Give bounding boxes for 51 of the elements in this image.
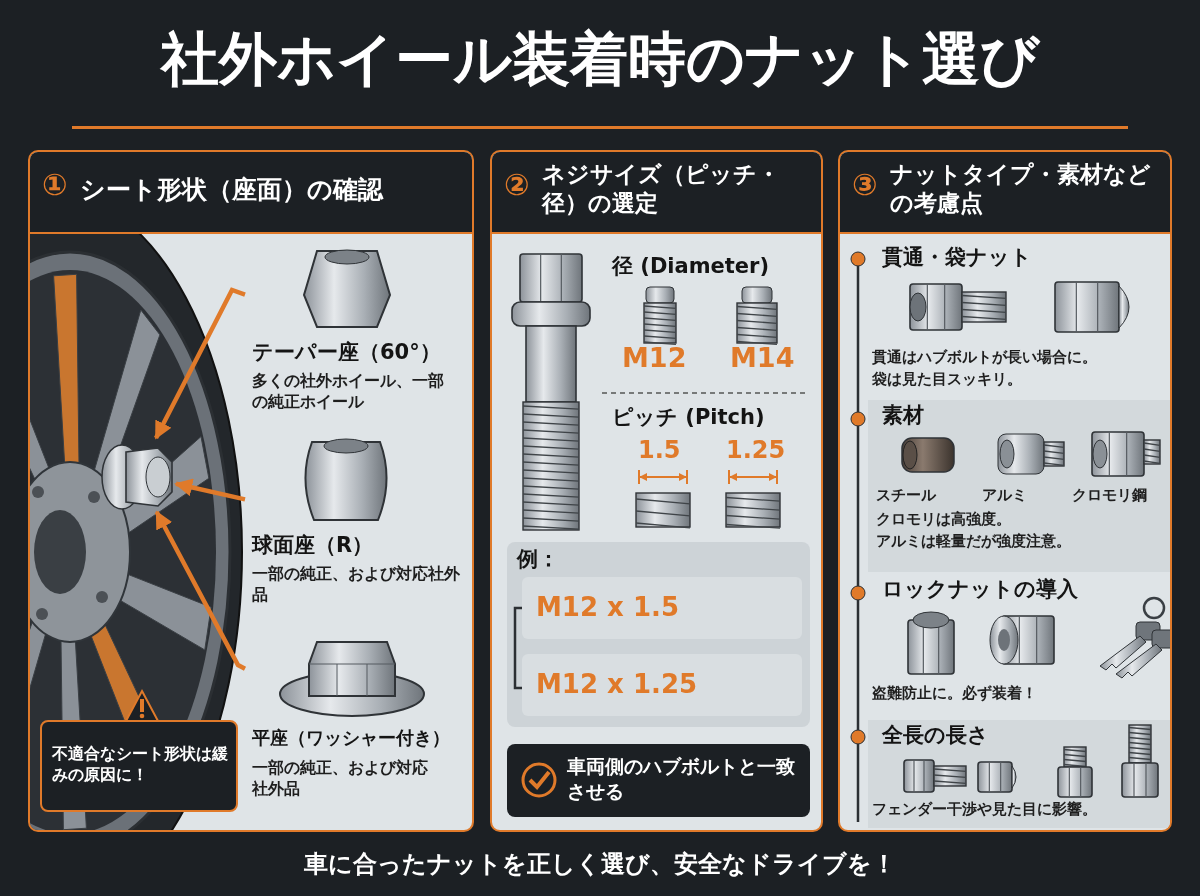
heading: 素材 <box>882 402 925 429</box>
panel-heading: シート形状（座面）の確認 <box>80 174 385 206</box>
heading: テーパー座（60°） <box>252 339 442 366</box>
description: クロモリは高強度。 <box>876 510 1012 530</box>
heading: ロックナットの導入 <box>882 576 1079 603</box>
description: 一部の純正、および対応社外品 <box>252 564 461 606</box>
heading: 平座（ワッシャー付き） <box>252 726 451 750</box>
heading: 貫通・袋ナット <box>882 244 1033 271</box>
pitch-value: 1.5 <box>638 436 681 464</box>
heading: 例： <box>517 546 560 573</box>
description: 盗難防止に。必ず装着！ <box>872 684 1038 704</box>
description: クロモリ鋼 <box>1072 486 1148 506</box>
topic-section <box>868 720 1170 828</box>
description: 一部の純正、および対応社外品 <box>252 758 429 800</box>
panel <box>838 150 1172 832</box>
example-card <box>522 654 802 716</box>
warning-box <box>40 720 238 812</box>
thread-spec: M12 x 1.5 <box>536 591 680 624</box>
example-card <box>522 577 802 639</box>
heading: 全長の長さ <box>882 722 990 749</box>
panel <box>490 150 823 832</box>
description: スチール <box>876 486 937 506</box>
panel <box>28 150 474 832</box>
topic-section <box>868 400 1170 572</box>
step-number: ① <box>42 170 68 200</box>
footer-text: 車に合ったナットを正しく選び、安全なドライブを！ <box>303 849 897 880</box>
arrow <box>154 287 246 440</box>
description: 多くの社外ホイール、一部の純正ホイール <box>252 371 445 413</box>
description: アルミ <box>982 486 1028 506</box>
step-number: ② <box>504 170 530 200</box>
size-label: M14 <box>730 342 795 373</box>
diagram-heading: ピッチ (Pitch) <box>612 404 765 431</box>
example-box <box>507 542 810 727</box>
page-title: 社外ホイール装着時のナット選び <box>159 24 1042 95</box>
diagram-heading: 径 (Diameter) <box>612 253 770 280</box>
arrow <box>174 478 246 502</box>
tip-text: 車両側のハブボルトと一致させる <box>567 754 796 804</box>
pitch-value: 1.25 <box>726 436 786 464</box>
description: 袋は見た目スッキリ。 <box>872 370 1023 390</box>
arrow <box>154 510 247 671</box>
size-label: M12 <box>622 342 687 373</box>
panel-heading: ナットタイプ・素材などの考慮点 <box>890 160 1152 218</box>
step-number: ③ <box>852 170 878 200</box>
description: フェンダー干渉や見た目に影響。 <box>872 800 1098 820</box>
thread-spec: M12 x 1.25 <box>536 668 699 701</box>
description: 貫通はハブボルトが長い場合に。 <box>872 348 1098 368</box>
description: アルミは軽量だが強度注意。 <box>876 532 1072 552</box>
warning-text: 不適合なシート形状は緩みの原因に！ <box>52 744 229 786</box>
panel-heading: ネジサイズ（ピッチ・径）の選定 <box>542 160 781 218</box>
heading: 球面座（R） <box>252 532 375 559</box>
tip-box <box>507 744 810 817</box>
